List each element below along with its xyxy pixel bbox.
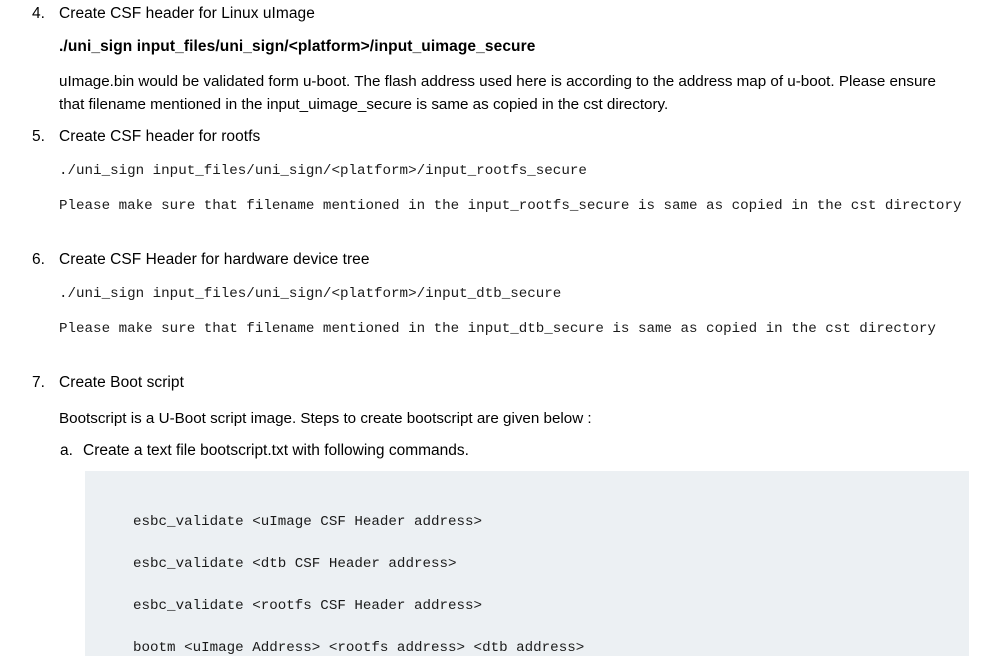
list-marker-5: 5. xyxy=(32,128,45,145)
code-line: esbc_validate <dtb CSF Header address> xyxy=(133,556,457,572)
list-item-4: 4. Create CSF header for Linux uImage xyxy=(0,4,999,24)
item-6-mono-command: ./uni_sign input_files/uni_sign/<platfor… xyxy=(59,286,562,302)
list-marker-4: 4. xyxy=(32,5,45,22)
item-7-paragraph: Bootscript is a U-Boot script image. Ste… xyxy=(59,410,592,427)
item-4-paragraph-line-2: Please ensure that filename mentioned in… xyxy=(59,73,936,113)
list-item-7: 7. Create Boot script xyxy=(0,373,999,393)
code-line: esbc_validate <uImage CSF Header address… xyxy=(133,514,483,530)
list-item-7a-title: Create a text file bootscript.txt with f… xyxy=(83,442,469,459)
list-item-6: 6. Create CSF Header for hardware device… xyxy=(0,250,999,270)
list-item-7-title: Create Boot script xyxy=(59,374,184,391)
code-block: esbc_validate <uImage CSF Header address… xyxy=(85,471,969,656)
code-line: bootm <uImage Address> <rootfs address> … xyxy=(133,640,585,656)
list-marker-7a: a. xyxy=(60,442,73,459)
item-6-mono-note: Please make sure that filename mentioned… xyxy=(59,321,936,337)
item-5-mono-command: ./uni_sign input_files/uni_sign/<platfor… xyxy=(59,163,587,179)
item-4-paragraph-line-1: uImage.bin would be validated form u-boo… xyxy=(59,73,835,90)
list-item-6-title: Create CSF Header for hardware device tr… xyxy=(59,251,370,268)
item-5-mono-note: Please make sure that filename mentioned… xyxy=(59,198,962,214)
item-4-paragraph: uImage.bin would be validated form u-boo… xyxy=(59,71,959,116)
list-item-5: 5. Create CSF header for rootfs xyxy=(0,127,999,147)
list-marker-7: 7. xyxy=(32,374,45,391)
list-item-5-title: Create CSF header for rootfs xyxy=(59,128,261,145)
list-item-4-title: Create CSF header for Linux uImage xyxy=(59,5,315,22)
list-item-7a: a. Create a text file bootscript.txt wit… xyxy=(0,441,999,461)
list-marker-6: 6. xyxy=(32,251,45,268)
item-4-bold-command: ./uni_sign input_files/uni_sign/<platfor… xyxy=(59,38,536,55)
code-line: esbc_validate <rootfs CSF Header address… xyxy=(133,598,483,614)
